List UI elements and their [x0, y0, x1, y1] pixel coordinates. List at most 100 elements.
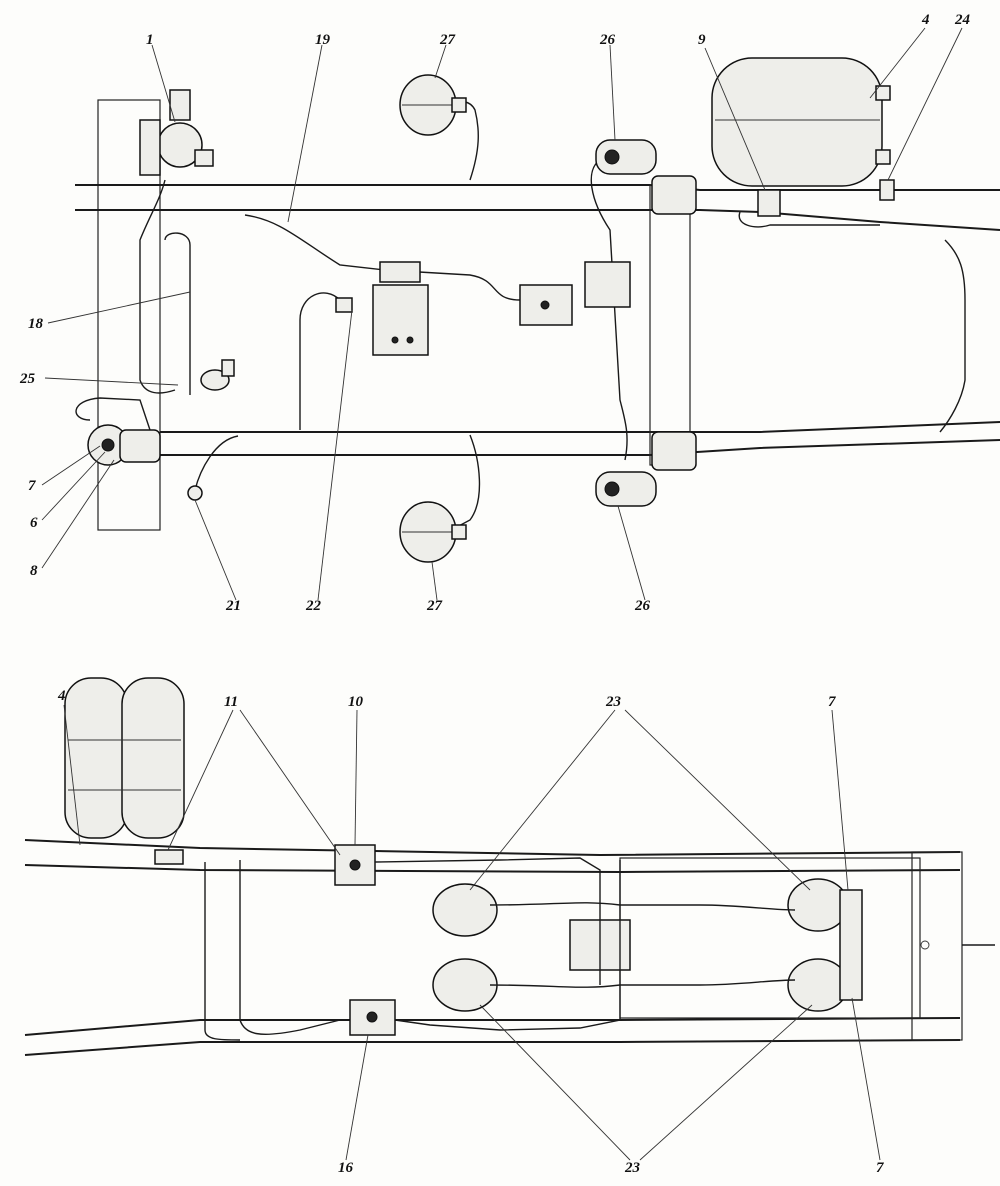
- valve-block-right: [519, 284, 573, 326]
- line-left-loop: [139, 179, 176, 394]
- callout-18: 18: [28, 316, 44, 332]
- callout-21: 21: [225, 598, 241, 614]
- valve-22: [335, 297, 353, 313]
- valve-block-center: [372, 261, 429, 356]
- line-22: [299, 292, 341, 430]
- leader-26-top: [609, 44, 616, 141]
- leader-7-top: [41, 445, 101, 486]
- callout-24: 24: [954, 12, 971, 28]
- leader-8: [41, 459, 115, 569]
- line-19: [244, 214, 521, 301]
- top-chassis-view: [41, 27, 1000, 601]
- callout-8: 8: [30, 563, 38, 579]
- fitting-24: [879, 179, 895, 201]
- valve-21: [187, 485, 203, 501]
- leader-23-top-b: [624, 709, 811, 891]
- valve-block-wheel: [584, 261, 631, 308]
- callout-1: 1: [146, 32, 154, 48]
- valve-11: [154, 849, 184, 865]
- frame-rail-upper-b: [75, 209, 1000, 231]
- valve-10: [334, 844, 376, 886]
- leader-27-bottom: [431, 561, 438, 601]
- leader-24: [887, 27, 963, 181]
- bottom-line-4: [374, 857, 601, 985]
- bottom-line-3: [394, 860, 621, 1031]
- axle-tube-upper: [489, 902, 796, 911]
- leader-1: [151, 44, 176, 123]
- callout-7-bottom: 7: [876, 1160, 884, 1176]
- brake-chamber-23-d: [787, 958, 849, 1012]
- cross-member-bracket-top: [651, 175, 697, 215]
- frame-rail-lower-b: [160, 439, 1000, 456]
- line-right-loop: [939, 239, 966, 433]
- brake-chamber-23-c: [787, 878, 849, 932]
- leader-26-bottom: [617, 505, 646, 601]
- rear-hole: [920, 940, 930, 950]
- leader-9: [704, 47, 766, 191]
- line-to-27-bottom: [454, 434, 481, 529]
- leader-4-top: [869, 27, 926, 99]
- fitting-25: [200, 359, 235, 391]
- frame-rail-lower-a: [160, 421, 1000, 433]
- callout-4-bottom: 4: [57, 688, 66, 704]
- callout-23-top: 23: [605, 694, 622, 710]
- leader-27-top: [434, 44, 447, 79]
- rear-axle-area: [619, 857, 921, 1019]
- rear-valve-7: [839, 889, 863, 1001]
- bottom-chassis-view: [24, 677, 995, 1161]
- callouts-top: 1 19 27 26 9 4 24 18 25 7 6 8 21 22 27 2…: [19, 12, 971, 614]
- bottom-line-2: [239, 860, 341, 1035]
- brake-chamber-23-b: [432, 958, 498, 1012]
- air-tank-bottom: [64, 677, 185, 839]
- leader-6: [41, 451, 106, 521]
- line-9: [738, 211, 880, 228]
- valve-9: [757, 189, 781, 217]
- callout-23-bottom: 23: [624, 1160, 641, 1176]
- callout-7-bottom-top: 7: [828, 694, 836, 710]
- callout-4-top: 4: [921, 12, 930, 28]
- leader-22: [317, 309, 353, 601]
- callout-27-top: 27: [439, 32, 456, 48]
- cross-member: [649, 184, 691, 466]
- callout-22: 22: [305, 598, 322, 614]
- leader-21: [194, 499, 237, 601]
- leader-16: [345, 1034, 369, 1161]
- bottom-frame-lower-b: [24, 1039, 961, 1056]
- leader-23-bottom-a: [479, 1004, 631, 1161]
- leader-10: [354, 709, 358, 846]
- brake-chamber-26-bottom: [595, 471, 657, 507]
- callouts-bottom: 4 11 10 23 7 16 23 7: [57, 688, 884, 1176]
- callout-10: 10: [348, 694, 364, 710]
- brake-chamber-23-a: [432, 883, 498, 937]
- brake-chamber-27-bottom: [399, 501, 467, 563]
- leader-19: [287, 44, 323, 223]
- callout-6: 6: [30, 515, 38, 531]
- compressor-unit: [139, 89, 214, 176]
- cross-member-bracket-bottom: [651, 431, 697, 471]
- leader-25: [44, 377, 179, 386]
- rear-cross-member: [911, 851, 963, 1041]
- leader-11-a: [167, 709, 234, 851]
- brake-chamber-26-top: [595, 139, 657, 175]
- cab-outline: [97, 99, 161, 531]
- callout-25: 25: [19, 371, 36, 387]
- regulator-cluster: [75, 397, 161, 466]
- frame-rail-upper-a: [75, 184, 1000, 191]
- air-tank-top: [711, 57, 891, 187]
- callout-9: 9: [698, 32, 706, 48]
- leader-7-bottom-top: [831, 709, 849, 891]
- bottom-line-1: [204, 862, 241, 1041]
- callout-7-top: 7: [28, 478, 36, 494]
- axle-tube-lower: [489, 979, 796, 988]
- callout-16: 16: [338, 1160, 354, 1176]
- callout-26-bottom: 26: [634, 598, 651, 614]
- brake-chamber-27-top: [399, 74, 467, 136]
- callout-27-bottom: 27: [426, 598, 443, 614]
- line-coil-18: [164, 232, 191, 395]
- callout-19: 19: [315, 32, 331, 48]
- bottom-frame-lower-a: [24, 1017, 961, 1036]
- line-26: [590, 159, 628, 461]
- callout-11: 11: [224, 694, 238, 710]
